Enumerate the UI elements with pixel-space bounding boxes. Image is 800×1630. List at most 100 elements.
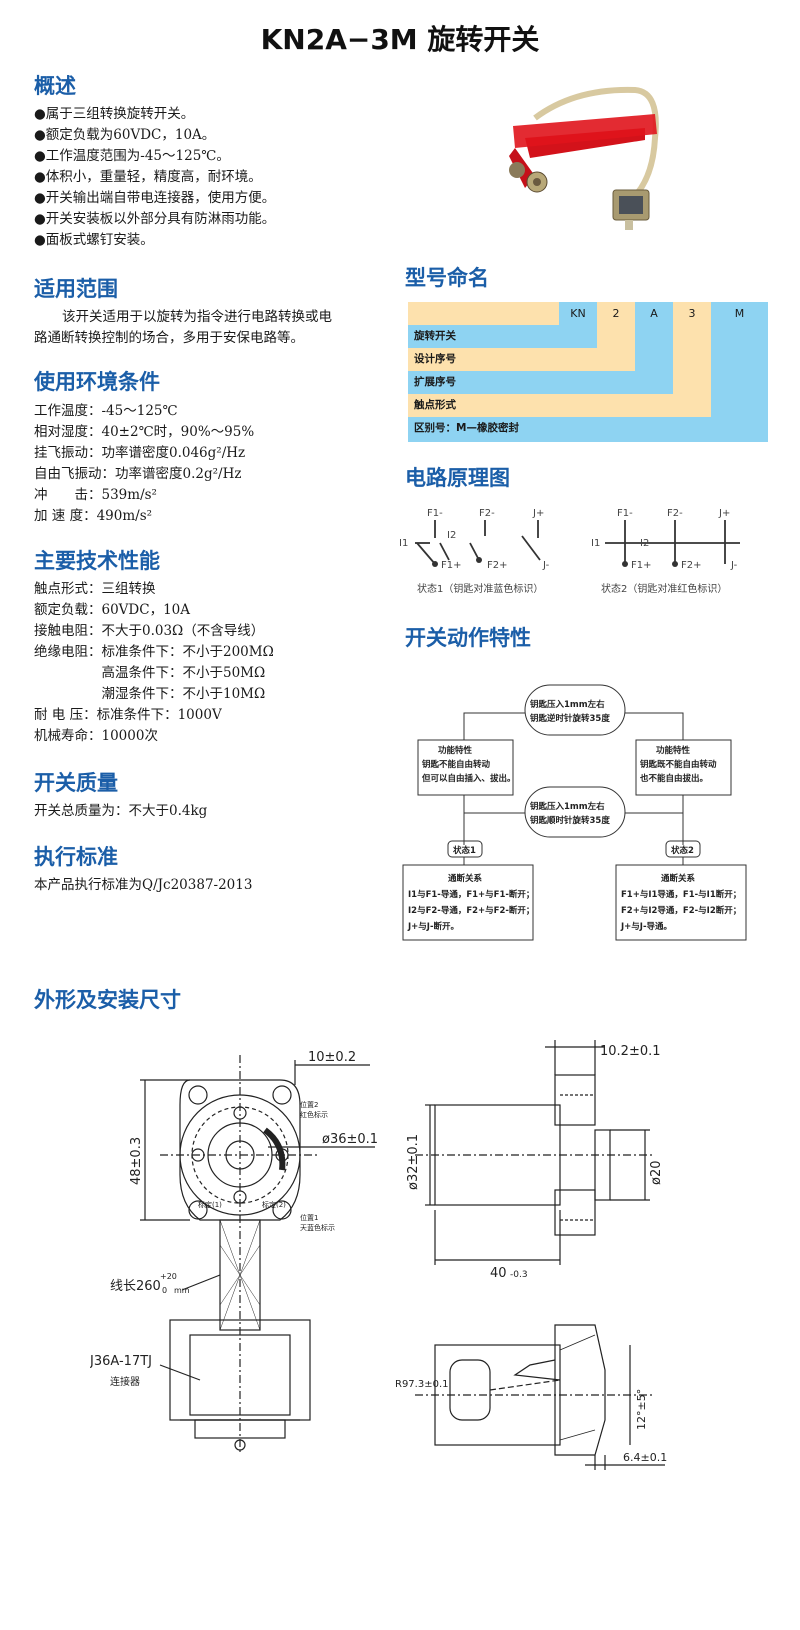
dim-label: 48±0.3 — [129, 1137, 144, 1185]
action-left-line: 功能特性 — [438, 745, 473, 756]
dim-label: ø32±0.1 — [406, 1134, 421, 1190]
perf-line: 机械寿命：10000次 — [34, 728, 158, 744]
dim-label: 6.4±0.1 — [623, 1451, 667, 1464]
circuit-label: F1- — [427, 508, 443, 519]
model-code: A — [635, 302, 673, 325]
action-top-line: 钥匙压入1mm左右 — [530, 699, 605, 710]
scope-line: 路通断转换控制的场合，多用于安保电路等。 — [34, 330, 304, 346]
model-fill — [711, 394, 768, 417]
perf-list: 触点形式：三组转换 额定负载：60VDC，10A 接触电阻：不大于0.03Ω（不… — [34, 579, 274, 747]
perf-line: 额定负载：60VDC，10A — [34, 602, 191, 618]
action-bottom-line: 钥匙顺时针旋转35度 — [530, 815, 610, 826]
action-right-line: 钥匙既不能自由转动 — [640, 759, 717, 770]
right-conn-line: F1+与I1导通，F1-与I1断开； — [621, 889, 741, 900]
overview-item: ●属于三组转换旋转开关。 — [34, 106, 195, 122]
perf-line: 绝缘电阻：标准条件下：不小于200MΩ — [34, 644, 274, 660]
dim-label: 标定(2) — [262, 1200, 286, 1209]
dim-label: 位置2 — [300, 1100, 318, 1109]
perf-heading: 主要技术性能 — [34, 549, 160, 573]
overview-item: ●体积小，重量轻，精度高，耐环境。 — [34, 169, 262, 185]
action-diagram: 钥匙压入1mm左右 钥匙逆时针旋转35度 钥匙压入1mm左右 钥匙顺时针旋转35… — [402, 684, 747, 941]
perf-line: 触点形式：三组转换 — [34, 581, 156, 597]
model-row: 扩展序号 — [408, 371, 673, 394]
dim-label: 连接器 — [110, 1375, 140, 1388]
circuit-label: F2+ — [681, 560, 702, 571]
model-row: 触点形式 — [408, 394, 711, 417]
model-row: 设计序号 — [408, 348, 635, 371]
model-code: M — [711, 302, 768, 325]
model-fill — [597, 325, 635, 348]
right-conn-line: F2+与I2导通，F2-与I2断开； — [621, 905, 741, 916]
model-fill — [635, 325, 673, 348]
model-fill — [673, 348, 711, 371]
dim-label: 标定(1) — [198, 1200, 222, 1209]
product-photo — [509, 86, 659, 230]
circuit-label: F1+ — [631, 560, 652, 571]
left-conn-line: J+与J-断开。 — [407, 921, 459, 932]
env-line: 工作温度：-45～125℃ — [34, 403, 178, 419]
left-conn-line: 通断关系 — [448, 873, 483, 884]
overview-item: ●面板式螺钉安装。 — [34, 232, 154, 248]
env-line: 自由飞振动：功率谱密度0.2g²/Hz — [34, 466, 242, 482]
env-line: 挂飞振动：功率谱密度0.046g²/Hz — [34, 445, 246, 461]
action-top-line: 钥匙逆时针旋转35度 — [530, 713, 610, 724]
model-header-blank — [408, 302, 559, 325]
overview-item: ●工作温度范围为-45～125℃。 — [34, 148, 230, 164]
circuit-label: I2 — [640, 538, 649, 549]
dim-label: 10±0.2 — [308, 1050, 356, 1065]
state2-label: 状态2 — [671, 845, 694, 856]
dim-label: 红色标示 — [300, 1110, 328, 1119]
dim-label: 10.2±0.1 — [600, 1044, 661, 1059]
circuit-label: I1 — [591, 538, 600, 549]
dim-label: 天蓝色标示 — [300, 1223, 335, 1232]
action-left-line: 但可以自由插入、拔出。 — [421, 773, 516, 784]
model-fill — [711, 348, 768, 371]
state2-caption: 状态2（钥匙对准红色标识） — [601, 582, 727, 595]
circuit-label: I2 — [447, 530, 456, 541]
dim-label: 12°±5° — [635, 1389, 648, 1430]
dim-label: J36A-17TJ — [90, 1354, 152, 1369]
env-list: 工作温度：-45～125℃ 相对湿度：40±2℃时，90%～95% 挂飞振动：功… — [34, 401, 254, 527]
action-right-line: 功能特性 — [656, 745, 691, 756]
dim-label: 位置1 — [300, 1213, 318, 1222]
circuit-label: F2- — [667, 508, 683, 519]
scope-heading: 适用范围 — [34, 277, 118, 301]
overview-item: ●额定负载为60VDC，10A。 — [34, 127, 216, 143]
model-row: 区别号：M—橡胶密封 — [408, 417, 768, 442]
overview-item: ●开关输出端自带电连接器，使用方便。 — [34, 190, 276, 206]
standard-text: 本产品执行标准为Q/Jc20387-2013 — [34, 877, 253, 893]
left-conn-line: I1与F1-导通，F1+与F1-断开； — [408, 889, 534, 900]
model-fill — [711, 371, 768, 394]
state1-label: 状态1 — [453, 845, 476, 856]
model-fill — [711, 325, 768, 348]
overview-item: ●开关安装板以外部分具有防淋雨功能。 — [34, 211, 276, 227]
dim-label: +20 — [160, 1272, 177, 1281]
right-conn-line: J+与J-导通。 — [620, 921, 672, 932]
dim-label: R97.3±0.1 — [395, 1379, 449, 1390]
action-bottom-line: 钥匙压入1mm左右 — [530, 801, 605, 812]
scope-line: 该开关适用于以旋转为指令进行电路转换或电 — [62, 309, 332, 325]
scope-text: 该开关适用于以旋转为指令进行电路转换或电 路通断转换控制的场合，多用于安保电路等… — [34, 307, 332, 349]
right-conn-line: 通断关系 — [661, 873, 696, 884]
dim-label: 线长260 — [110, 1279, 161, 1294]
circuit-label: J- — [542, 560, 550, 571]
dim-label: mm — [174, 1286, 190, 1295]
dims-heading: 外形及安装尺寸 — [34, 988, 181, 1012]
page-title: KN2A−3M 旋转开关 — [260, 23, 540, 56]
action-right-line: 也不能自由拔出。 — [640, 773, 708, 784]
perf-line: 耐 电 压：标准条件下：1000V — [34, 707, 222, 723]
env-heading: 使用环境条件 — [34, 370, 160, 394]
left-conn-line: I2与F2-导通，F2+与F2-断开； — [408, 905, 534, 916]
model-code: 3 — [673, 302, 711, 325]
model-table: KN 2 A 3 M 旋转开关 设计序号 扩展序号 触点形式 区别号：M—橡胶密… — [408, 302, 768, 446]
model-code: KN — [559, 302, 597, 325]
circuit-label: F2+ — [487, 560, 508, 571]
model-fill — [673, 371, 711, 394]
dim-label: ø20 — [649, 1161, 664, 1186]
overview-heading: 概述 — [34, 74, 76, 98]
state1-caption: 状态1（钥匙对准蓝色标识） — [417, 582, 543, 595]
circuit-label: F1- — [617, 508, 633, 519]
overview-list: ●属于三组转换旋转开关。 ●额定负载为60VDC，10A。 ●工作温度范围为-4… — [34, 104, 275, 251]
side-view-drawing: 10.2±0.1 ø32±0.1 ø20 40 -0.3 R97.3±0.1 1… — [395, 1040, 667, 1470]
perf-line: 潮湿条件下：不小于10MΩ — [34, 686, 266, 702]
